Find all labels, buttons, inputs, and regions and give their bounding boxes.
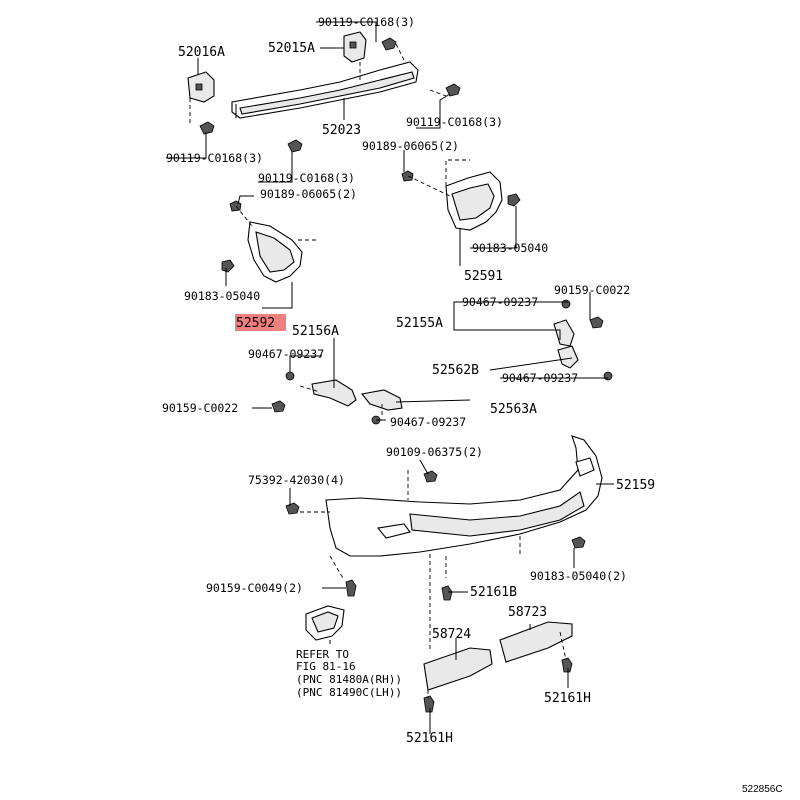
- reference-line-4: (PNC 81490C(LH)): [296, 686, 402, 699]
- label-90467-a[interactable]: 90467-09237: [462, 295, 538, 309]
- leader-lines: [166, 21, 614, 734]
- label-58723[interactable]: 58723: [508, 605, 547, 620]
- label-90189-right[interactable]: 90189-06065(2): [362, 139, 459, 153]
- bolt-icon: [199, 37, 461, 153]
- label-52161H-right[interactable]: 52161H: [544, 691, 591, 706]
- label-52563A[interactable]: 52563A: [490, 402, 537, 417]
- label-52562B[interactable]: 52562B: [432, 363, 479, 378]
- label-90159-c0022-left[interactable]: 90159-C0022: [162, 401, 238, 415]
- reference-line-1: REFER TO: [296, 648, 349, 661]
- bumper-cover-icon: [325, 435, 603, 557]
- label-90119-mid[interactable]: 90119-C0168(3): [258, 171, 355, 185]
- label-90159-c0049[interactable]: 90159-C0049(2): [206, 581, 303, 595]
- assembly-dashed-lines: [189, 43, 567, 698]
- label-90467-d[interactable]: 90467-09237: [390, 415, 466, 429]
- bumper-reinforcement-icon: [187, 31, 419, 119]
- label-90119-top[interactable]: 90119-C0168(3): [318, 15, 415, 29]
- retainer-bracket-icon: [401, 170, 521, 231]
- reference-line-3: (PNC 81480A(RH)): [296, 673, 402, 686]
- label-90183-left[interactable]: 90183-05040: [184, 289, 260, 303]
- diagram-code: 522856C: [742, 784, 783, 795]
- label-90119-left[interactable]: 90119-C0168(3): [166, 151, 263, 165]
- label-52161B[interactable]: 52161B: [470, 585, 517, 600]
- label-52159[interactable]: 52159: [616, 478, 655, 493]
- label-52155A[interactable]: 52155A: [396, 316, 443, 331]
- screw-icon: [345, 579, 573, 713]
- label-90109[interactable]: 90109-06375(2): [386, 445, 483, 459]
- label-58724[interactable]: 58724: [432, 627, 471, 642]
- label-90159-c0022-right[interactable]: 90159-C0022: [554, 283, 630, 297]
- label-52161H-bottom[interactable]: 52161H: [406, 731, 453, 746]
- label-52016A[interactable]: 52016A: [178, 45, 225, 60]
- labels: 52016A 52015A 90119-C0168(3) 90119-C0168…: [162, 15, 655, 746]
- label-52015A[interactable]: 52015A: [268, 41, 315, 56]
- reflector-icon: [305, 605, 345, 641]
- label-52023[interactable]: 52023: [322, 123, 361, 138]
- side-retainer-icon: [311, 319, 579, 411]
- reference-line-2: FIG 81-16: [296, 660, 356, 673]
- label-90183-bottom[interactable]: 90183-05040(2): [530, 569, 627, 583]
- label-52592[interactable]: 52592: [236, 316, 275, 331]
- label-90183-right[interactable]: 90183-05040: [472, 241, 548, 255]
- retainer-bracket-icon: [221, 200, 303, 283]
- highlight-52592: [235, 314, 286, 331]
- label-75392[interactable]: 75392-42030(4): [248, 473, 345, 487]
- reference-note: REFER TO FIG 81-16 (PNC 81480A(RH)) (PNC…: [296, 648, 402, 699]
- lower-plate-icon: [423, 621, 573, 691]
- label-52156A[interactable]: 52156A: [292, 324, 339, 339]
- label-52591[interactable]: 52591: [464, 269, 503, 284]
- label-90189-left[interactable]: 90189-06065(2): [260, 187, 357, 201]
- label-90467-c[interactable]: 90467-09237: [502, 371, 578, 385]
- label-90467-b[interactable]: 90467-09237: [248, 347, 324, 361]
- label-90119-right[interactable]: 90119-C0168(3): [406, 115, 503, 129]
